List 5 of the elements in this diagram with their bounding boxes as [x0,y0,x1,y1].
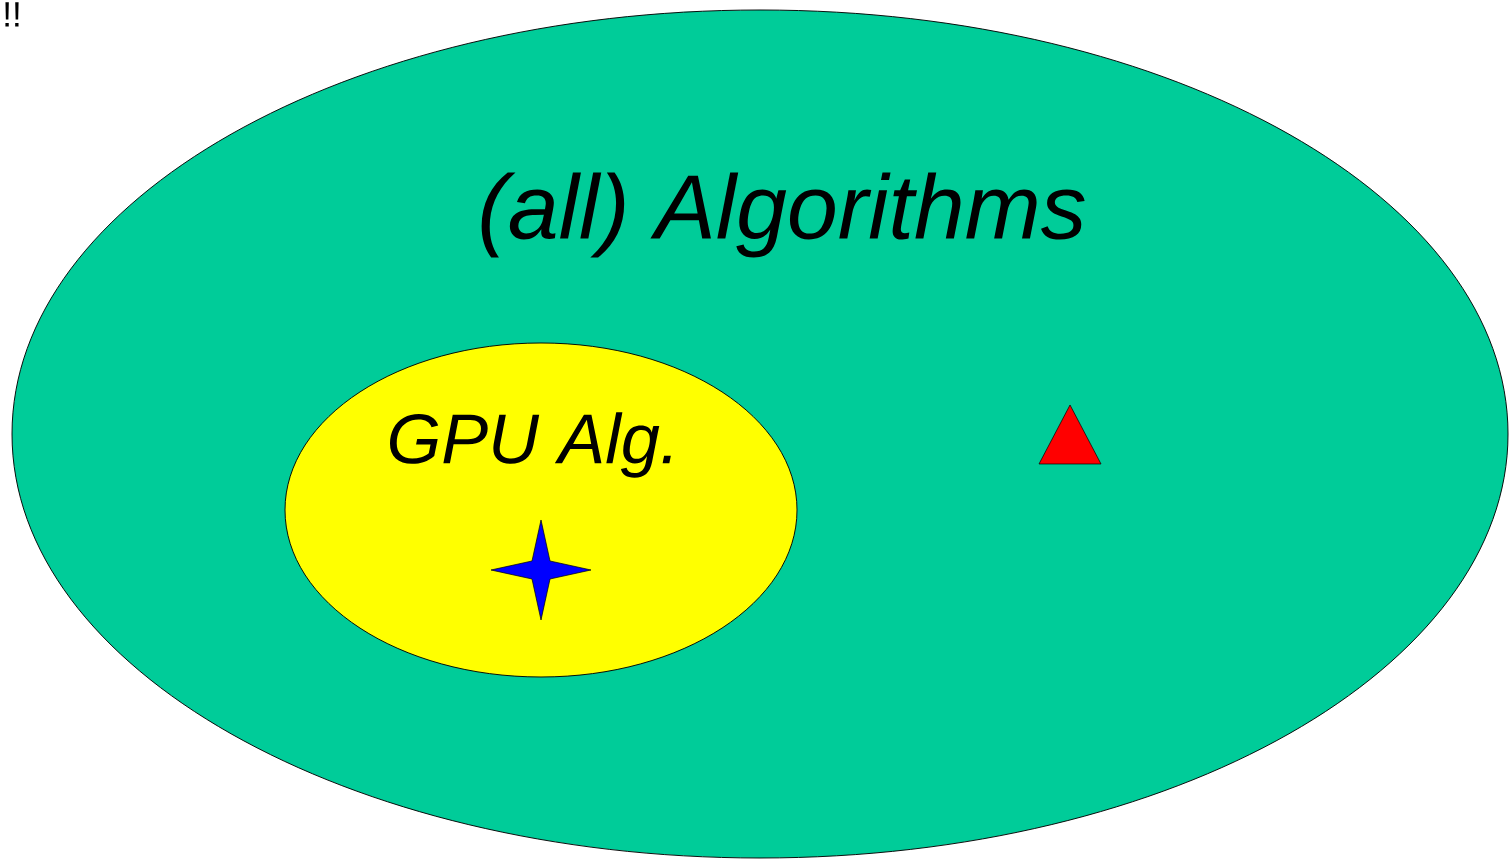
note-text: !! [5,2,19,27]
star-icon [490,519,592,621]
region-label: (all) Algorithms [481,172,1085,258]
region-label: GPU Alg. [390,412,671,478]
triangle-icon [1038,404,1102,465]
